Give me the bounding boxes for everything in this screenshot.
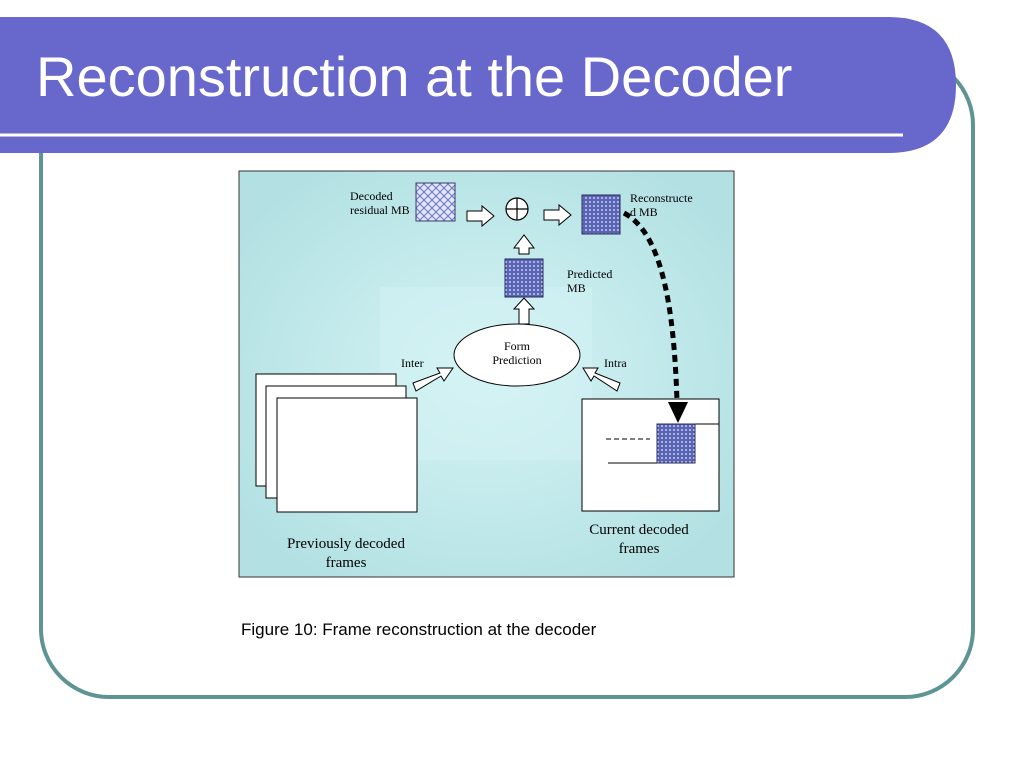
current-macroblock (656, 423, 696, 464)
current-frame (581, 398, 720, 512)
decoded-residual-label: Decoded residual MB (350, 189, 410, 217)
predicted-label: Predicted MB (567, 267, 613, 295)
decoded-residual-block (415, 182, 456, 222)
arrow-prediction-to-predicted (512, 297, 536, 325)
previous-frames-label: Previously decoded frames (287, 536, 405, 571)
arrow-inter (412, 367, 454, 392)
arrow-predicted-to-adder (512, 234, 536, 255)
adder-icon (505, 197, 529, 221)
current-frames-label: Current decoded frames (589, 522, 689, 557)
feedback-arrow-path (622, 210, 680, 403)
inter-label: Inter (401, 356, 424, 370)
previous-frames-stack (255, 373, 418, 513)
reconstructed-label-line2: d MB (630, 205, 658, 219)
feedback-arrowhead (668, 402, 688, 423)
intra-label: Intra (604, 356, 627, 370)
form-prediction-label: Form Prediction (492, 339, 542, 367)
arrow-adder-to-reconstructed (543, 203, 572, 227)
arrow-residual-to-adder (466, 204, 495, 228)
predicted-block (504, 258, 544, 298)
reconstructed-label: Reconstructe d MB (630, 191, 710, 219)
reconstructed-block (581, 194, 621, 235)
title-bar (0, 17, 956, 153)
slide-title: Reconstruction at the Decoder (36, 45, 793, 108)
figure-caption: Figure 10: Frame reconstruction at the d… (241, 620, 597, 639)
reconstructed-label-line1: Reconstructe (630, 191, 693, 205)
form-prediction-node (453, 323, 581, 387)
arrow-intra (582, 367, 621, 392)
